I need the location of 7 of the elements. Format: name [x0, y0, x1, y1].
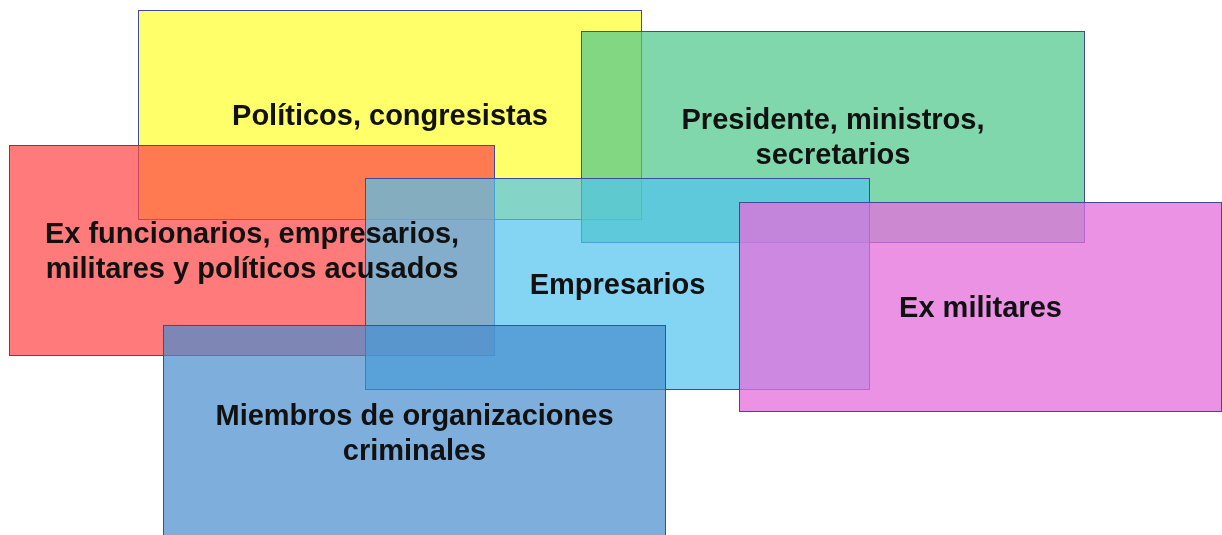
- category-rectangle: [739, 202, 1222, 412]
- category-label: Presidente, ministros, secretarios: [680, 102, 986, 172]
- category-label: Miembros de organizaciones criminales: [214, 397, 615, 468]
- category-label: Políticos, congresistas: [232, 97, 548, 133]
- category-label: Empresarios: [529, 266, 706, 302]
- category-label: Ex militares: [899, 289, 1062, 325]
- category-rectangle: [163, 325, 666, 535]
